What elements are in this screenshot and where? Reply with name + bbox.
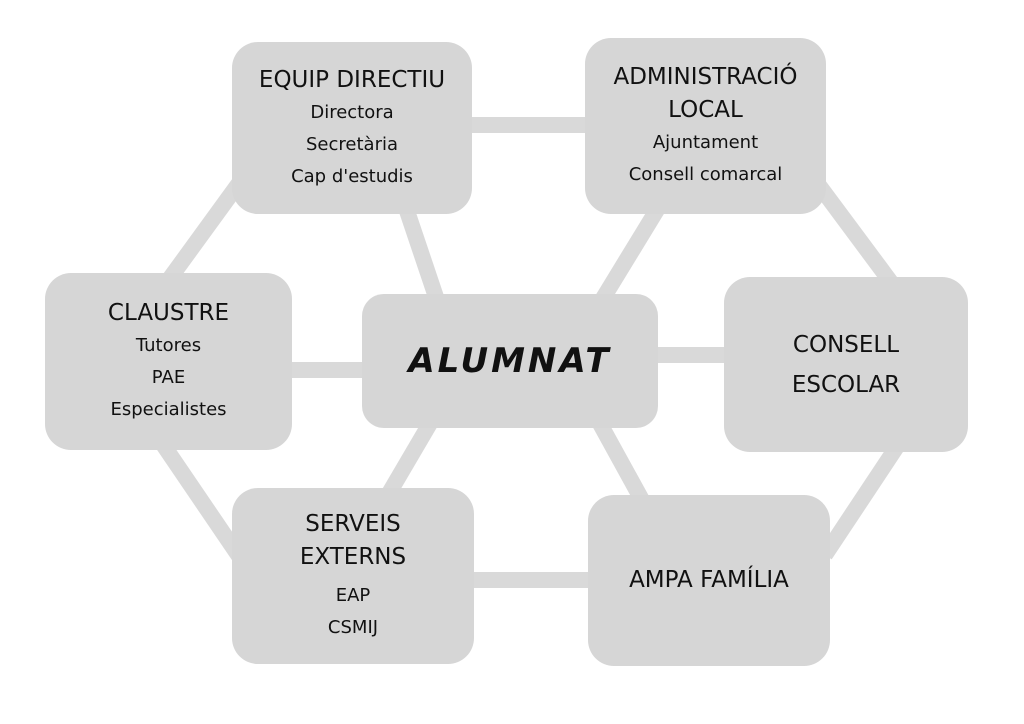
node-alumnat: ALUMNAT [362,294,658,428]
node-administracio-local: ADMINISTRACIÓ LOCAL Ajuntament Consell c… [585,38,826,214]
node-item: Directora [310,101,394,123]
node-claustre: CLAUSTRE Tutores PAE Especialistes [45,273,292,450]
node-title: LOCAL [668,97,743,123]
node-item: Ajuntament [652,132,759,153]
link-alumnat-ampa [590,416,650,504]
link-claustre-serveis [153,435,252,570]
link-admin-alumnat [595,200,667,305]
node-title: CONSELL [792,331,900,358]
link-alumnat-serveis [381,415,439,500]
node-equip-directiu: EQUIP DIRECTIU Directora Secretària Cap … [232,42,472,214]
node-consell-escolar: CONSELL ESCOLAR [724,277,968,452]
node-title: CLAUSTRE [107,300,230,326]
node-title: ESCOLAR [791,371,901,398]
node-title: EQUIP DIRECTIU [258,66,446,93]
link-admin-consell [808,175,900,290]
node-title: SERVEIS [305,511,401,537]
link-equip-alumnat [397,202,445,303]
node-ampa-familia: AMPA FAMÍLIA [588,495,830,666]
node-item: Secretària [306,133,398,155]
center-title: ALUMNAT [408,341,612,381]
link-consell-ampa [818,440,905,560]
node-item: CSMIJ [327,617,379,638]
node-title: ADMINISTRACIÓ [613,64,798,90]
node-item: PAE [151,367,186,388]
link-equip-claustre [158,170,252,290]
node-title: EXTERNS [299,544,407,570]
node-title: AMPA FAMÍLIA [629,567,789,593]
node-item: Consell comarcal [628,164,783,185]
node-serveis-externs: SERVEIS EXTERNS EAP CSMIJ [232,488,474,664]
node-item: Cap d'estudis [291,165,413,187]
node-item: EAP [335,585,371,606]
node-item: Especialistes [110,399,227,420]
node-item: Tutores [135,335,202,356]
